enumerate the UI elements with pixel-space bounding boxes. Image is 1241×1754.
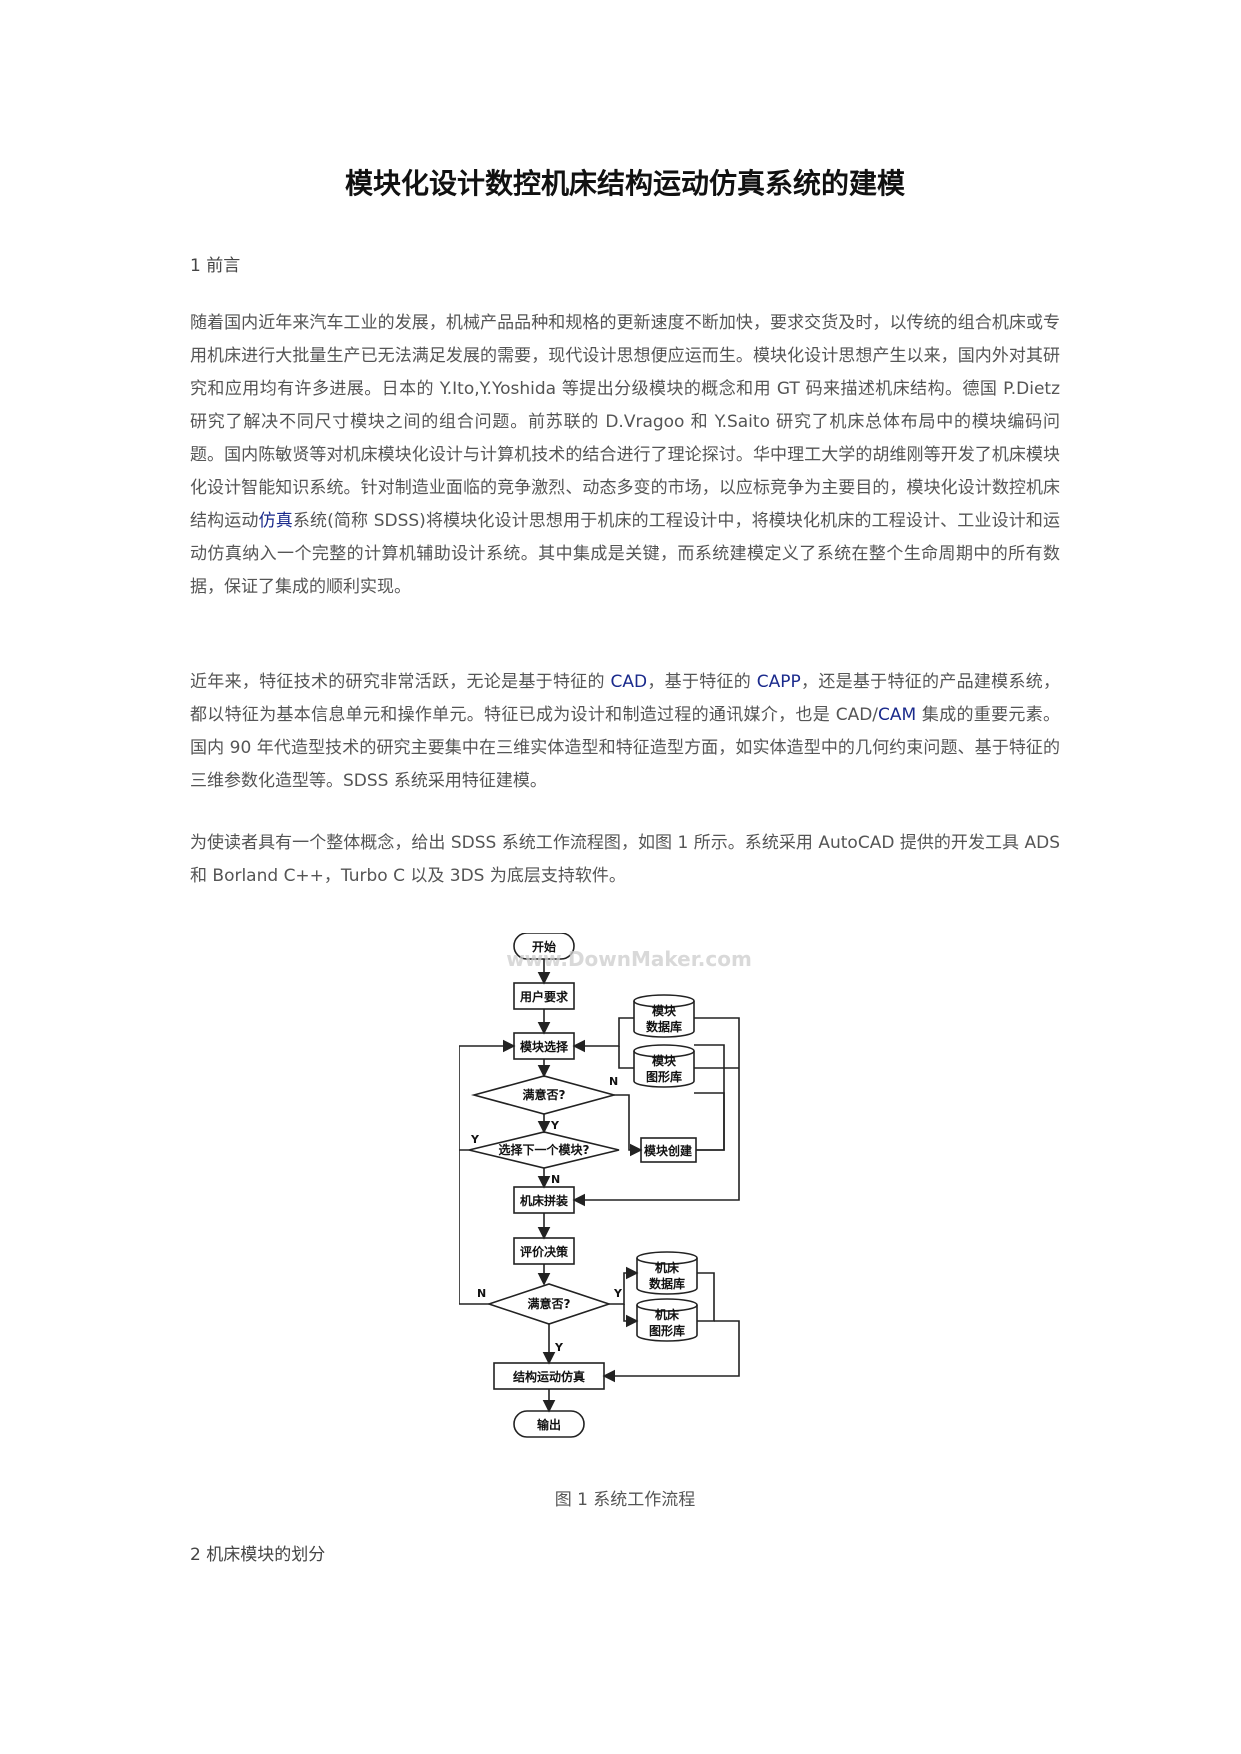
label-n-2: N [551, 1173, 560, 1186]
db1-line2: 数据库 [646, 1019, 682, 1034]
label-y-1: Y [550, 1119, 560, 1132]
decision-next-module [468, 1131, 620, 1169]
paragraph-intro: 随着国内近年来汽车工业的发展，机械产品品种和规格的更新速度不断加快，要求交货及时… [190, 307, 1060, 604]
label-y-2: Y [470, 1133, 480, 1146]
db2-line2: 图形库 [646, 1069, 682, 1084]
inline-link[interactable]: CAPP [756, 672, 801, 692]
db4-line1: 机床 [655, 1307, 680, 1322]
paragraph-text: ，基于特征的 [647, 672, 757, 692]
machine-database-icon [636, 1251, 698, 1295]
label-y-4: Y [554, 1341, 564, 1354]
watermark: www.DownMaker.com [506, 947, 752, 971]
module-create-label: 模块创建 [644, 1143, 693, 1158]
db3-line2: 数据库 [649, 1276, 685, 1291]
figure-caption: 图 1 系统工作流程 [554, 1490, 696, 1510]
output-node [513, 1410, 585, 1438]
module-graphics-icon [633, 1044, 695, 1088]
db4-line2: 图形库 [649, 1323, 685, 1338]
paragraph-text: 系统(简称 SDSS)将模块化设计思想用于机床的工程设计中，将模块化机床的工程设… [190, 511, 1060, 597]
label-n-1: N [609, 1075, 618, 1088]
paragraph-overview: 为使读者具有一个整体概念，给出 SDSS 系统工作流程图，如图 1 所示。系统采… [190, 833, 1060, 886]
satisfied2-label: 满意否? [528, 1296, 571, 1311]
paragraph-text: 集成的重要元素。国内 90 年代造型技术的研究主要集中在三维实体造型和特征造型方… [190, 705, 1060, 791]
module-select-label: 模块选择 [520, 1039, 569, 1054]
section-heading-1: 1 前言 [190, 256, 241, 276]
simulate-label: 结构运动仿真 [513, 1369, 585, 1384]
page-title: 模块化设计数控机床结构运动仿真系统的建模 [344, 167, 905, 200]
satisfied1-label: 满意否? [523, 1087, 566, 1102]
start-label: 开始 [532, 939, 556, 954]
assemble-label: 机床拼装 [520, 1193, 568, 1208]
user-req-label: 用户要求 [519, 989, 569, 1004]
db3-line1: 机床 [655, 1260, 680, 1275]
paragraph-text: 近年来，特征技术的研究非常活跃，无论是基于特征的 [190, 672, 611, 692]
evaluate-label: 评价决策 [520, 1244, 569, 1259]
section-heading-2: 2 机床模块的划分 [190, 1545, 326, 1565]
paragraph-text: ，还是基于特征的产品建模系统，都以特征为基本信息单元和操作单元。特征已成为设计和… [190, 672, 1061, 725]
db2-line1: 模块 [652, 1053, 677, 1068]
inline-link[interactable]: CAD [610, 672, 648, 692]
label-n-3: N [477, 1287, 486, 1300]
output-label: 输出 [537, 1417, 561, 1432]
paragraph-text: 随着国内近年来汽车工业的发展，机械产品品种和规格的更新速度不断加快，要求交货及时… [190, 313, 1060, 531]
inline-link[interactable]: 仿真 [258, 511, 293, 531]
next-module-label: 选择下一个模块? [499, 1142, 590, 1157]
module-database-icon [633, 994, 695, 1038]
label-y-3: Y [613, 1287, 623, 1300]
machine-graphics-icon [636, 1298, 698, 1342]
db1-line1: 模块 [652, 1003, 677, 1018]
flowchart-figure: 开始 用户要求 模块选择 满意否? 选择下一个模块? 机床拼装 评价决策 满意否… [459, 933, 752, 1438]
inline-link[interactable]: CAM [878, 705, 917, 725]
paragraph-features: 近年来，特征技术的研究非常活跃，无论是基于特征的 CAD，基于特征的 CAPP，… [190, 666, 1060, 798]
